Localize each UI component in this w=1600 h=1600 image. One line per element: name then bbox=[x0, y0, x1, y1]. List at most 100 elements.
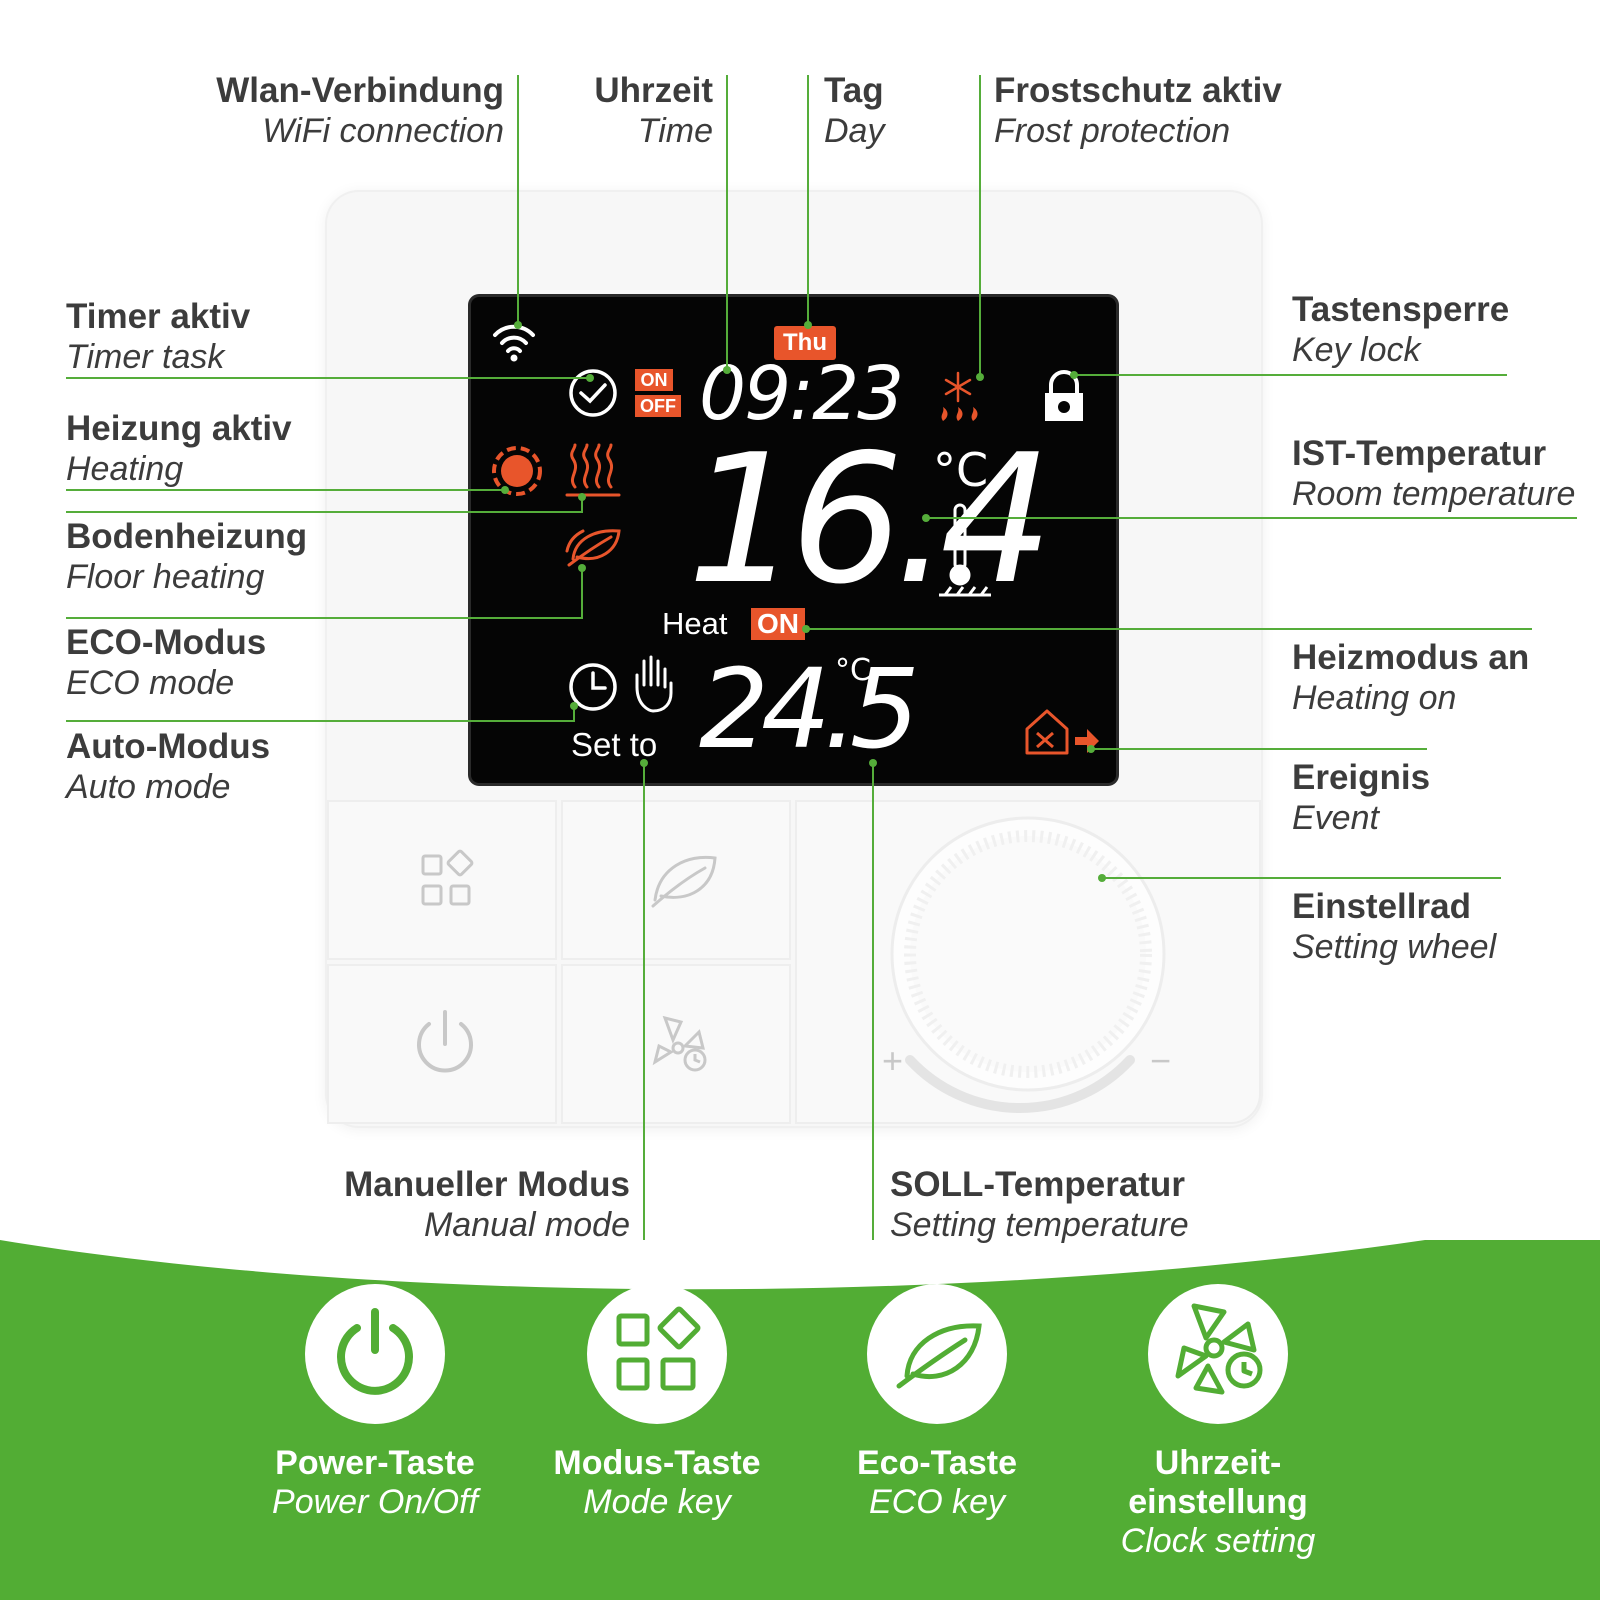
label-timer-en: Timer task bbox=[66, 338, 225, 377]
label-timer-de: Timer aktiv bbox=[66, 297, 251, 336]
footer-clock-circle bbox=[1148, 1284, 1288, 1424]
label-event: Ereignis Event bbox=[1292, 757, 1430, 838]
label-wifi-de: Wlan-Verbindung bbox=[216, 71, 504, 110]
footer-power-circle bbox=[305, 1284, 445, 1424]
power-icon bbox=[337, 1308, 413, 1395]
label-heating: Heizung aktiv Heating bbox=[66, 408, 292, 489]
footer-eco-de: Eco-Taste bbox=[857, 1444, 1017, 1482]
heat-on-badge: ON bbox=[751, 608, 805, 640]
footer-power: Power-Taste Power On/Off bbox=[235, 1444, 515, 1522]
footer-power-de: Power-Taste bbox=[275, 1444, 475, 1482]
mode-button[interactable] bbox=[327, 800, 557, 960]
mode-grid-icon bbox=[421, 849, 474, 906]
label-event-de: Ereignis bbox=[1292, 758, 1431, 797]
auto-mode-icon bbox=[569, 663, 617, 711]
leaf-icon bbox=[651, 855, 717, 908]
label-frost-de: Frostschutz aktiv bbox=[994, 71, 1282, 110]
label-day-en: Day bbox=[824, 112, 885, 151]
label-heating-de: Heizung aktiv bbox=[66, 409, 292, 448]
wheel-minus: − bbox=[1150, 1040, 1172, 1081]
day-badge: Thu bbox=[774, 326, 836, 360]
label-frost: Frostschutz aktiv Frost protection bbox=[994, 70, 1282, 151]
label-manual-de: Manueller Modus bbox=[344, 1165, 630, 1204]
room-temperature-display: 16.4 bbox=[687, 416, 1053, 623]
label-frost-en: Frost protection bbox=[994, 112, 1231, 151]
label-wheel: Einstellrad Setting wheel bbox=[1292, 886, 1496, 967]
event-icon bbox=[1025, 709, 1099, 755]
label-set-temp-en: Setting temperature bbox=[890, 1206, 1189, 1245]
green-footer-band bbox=[0, 1240, 1600, 1600]
timer-on-badge: ON bbox=[635, 369, 673, 391]
label-set-temp: SOLL-Temperatur Setting temperature bbox=[890, 1164, 1189, 1245]
label-time-en: Time bbox=[637, 112, 713, 151]
label-room-temp: IST-Temperatur Room temperature bbox=[1292, 433, 1575, 514]
timer-clock-icon bbox=[569, 369, 617, 417]
room-temp-unit: °C bbox=[933, 443, 989, 497]
label-day: Tag Day bbox=[824, 70, 884, 151]
footer-clock-en: Clock setting bbox=[1120, 1522, 1316, 1561]
label-set-temp-de: SOLL-Temperatur bbox=[890, 1165, 1185, 1204]
power-icon bbox=[417, 1010, 473, 1073]
footer-power-en: Power On/Off bbox=[272, 1483, 478, 1522]
label-eco-en: ECO mode bbox=[66, 664, 235, 703]
label-floor-de: Bodenheizung bbox=[66, 517, 308, 556]
label-wheel-de: Einstellrad bbox=[1292, 887, 1471, 926]
label-auto-en: Auto mode bbox=[66, 768, 231, 807]
label-time: Uhrzeit Time bbox=[594, 70, 713, 151]
label-heat-on-de: Heizmodus an bbox=[1292, 638, 1530, 677]
label-timer: Timer aktiv Timer task bbox=[66, 296, 250, 377]
timer-off-badge: OFF bbox=[635, 395, 681, 417]
set-temperature-display: 24.5 bbox=[699, 645, 920, 773]
label-room-temp-de: IST-Temperatur bbox=[1292, 434, 1547, 473]
footer-eco-en: ECO key bbox=[868, 1483, 1006, 1522]
label-heat-on-en: Heating on bbox=[1292, 679, 1457, 718]
footer-clock: Uhrzeit- einstellung Clock setting bbox=[1078, 1444, 1358, 1561]
label-wheel-en: Setting wheel bbox=[1292, 928, 1497, 967]
label-eco-de: ECO-Modus bbox=[66, 623, 267, 662]
label-heating-en: Heating bbox=[66, 450, 184, 489]
footer-eco-circle bbox=[867, 1284, 1007, 1424]
clock-setting-button[interactable] bbox=[561, 964, 791, 1124]
mode-grid-icon bbox=[616, 1306, 701, 1391]
setting-wheel[interactable] bbox=[870, 810, 1190, 1130]
label-keylock-en: Key lock bbox=[1292, 331, 1421, 370]
time-display: 09:23 bbox=[699, 351, 904, 437]
manual-mode-icon bbox=[635, 655, 673, 713]
label-keylock: Tastensperre Key lock bbox=[1292, 289, 1509, 370]
footer-eco: Eco-Taste ECO key bbox=[797, 1444, 1077, 1522]
label-heat-on: Heizmodus an Heating on bbox=[1292, 637, 1529, 718]
key-lock-icon bbox=[1045, 370, 1083, 421]
label-manual-en: Manual mode bbox=[423, 1206, 630, 1245]
footer-mode: Modus-Taste Mode key bbox=[517, 1444, 797, 1522]
eco-button[interactable] bbox=[561, 800, 791, 960]
footer-clock-de2: einstellung bbox=[1128, 1483, 1308, 1522]
label-floor-en: Floor heating bbox=[66, 558, 265, 597]
footer-mode-en: Mode key bbox=[583, 1483, 731, 1522]
label-room-temp-en: Room temperature bbox=[1292, 475, 1576, 514]
frost-protection-icon bbox=[941, 371, 978, 421]
eco-mode-icon bbox=[565, 529, 621, 567]
footer-clock-de: Uhrzeit- bbox=[1154, 1444, 1282, 1482]
leaf-icon bbox=[896, 1323, 982, 1389]
heating-active-icon bbox=[492, 446, 542, 496]
wheel-plus: + bbox=[882, 1040, 904, 1081]
label-manual: Manueller Modus Manual mode bbox=[344, 1164, 630, 1245]
label-wifi: Wlan-Verbindung WiFi connection bbox=[216, 70, 504, 151]
fan-clock-icon bbox=[1175, 1303, 1263, 1395]
label-wifi-en: WiFi connection bbox=[262, 112, 504, 151]
label-auto: Auto-Modus Auto mode bbox=[66, 726, 270, 807]
thermometer-icon bbox=[939, 503, 991, 597]
label-day-de: Tag bbox=[824, 71, 884, 110]
set-to-label: Set to bbox=[571, 726, 658, 763]
floor-heating-icon bbox=[565, 443, 621, 497]
power-button[interactable] bbox=[327, 964, 557, 1124]
label-event-en: Event bbox=[1292, 799, 1379, 838]
set-temp-unit: °C bbox=[835, 653, 871, 688]
fan-clock-icon bbox=[652, 1015, 707, 1072]
wifi-icon bbox=[493, 324, 535, 362]
label-keylock-de: Tastensperre bbox=[1292, 290, 1510, 329]
label-floor: Bodenheizung Floor heating bbox=[66, 516, 307, 597]
label-auto-de: Auto-Modus bbox=[66, 727, 271, 766]
footer-mode-circle bbox=[587, 1284, 727, 1424]
label-time-de: Uhrzeit bbox=[594, 71, 713, 110]
